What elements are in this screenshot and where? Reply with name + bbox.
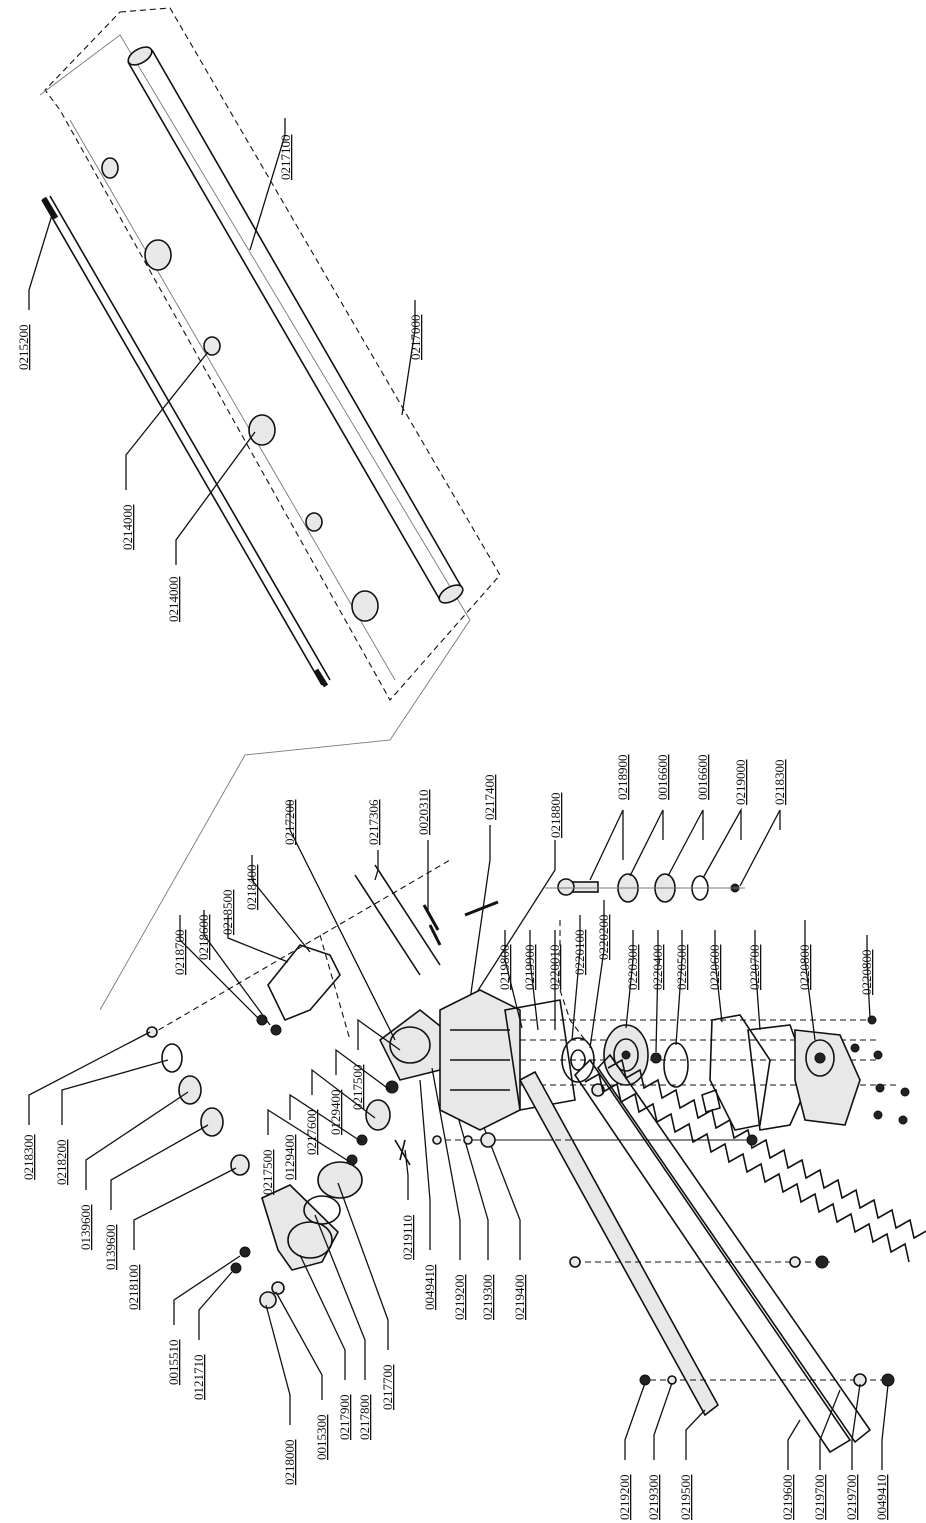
label-0219600: 0219600 [780, 1475, 795, 1521]
label-0129400-a: 0129400 [282, 1135, 297, 1181]
label-0015300: 0015300 [314, 1415, 329, 1461]
label-0219800: 0219800 [497, 945, 512, 991]
label-0219000: 0219000 [733, 760, 748, 806]
label-0217700: 0217700 [380, 1365, 395, 1411]
label-0219110: 0219110 [400, 1215, 415, 1260]
label-0220800-b: 0220800 [859, 950, 874, 996]
label-0219300-a: 0219300 [480, 1275, 495, 1321]
blade-assembly [432, 1053, 926, 1470]
label-0217200: 0217200 [282, 800, 297, 846]
label-0016600-a: 0016600 [655, 755, 670, 801]
shaft-tube-assembly [28, 7, 501, 1011]
assembly-boundary-dashed [44, 7, 501, 701]
label-0049410-a: 0049410 [422, 1265, 437, 1311]
label-0219900: 0219900 [522, 945, 537, 991]
label-0220010: 0220010 [547, 945, 562, 991]
label-0220200: 0220200 [596, 915, 611, 961]
label-0218000: 0218000 [282, 1440, 297, 1486]
label-0218800: 0218800 [548, 793, 563, 839]
label-0218300-b: 0218300 [772, 760, 787, 806]
gear-housing-part [261, 1184, 339, 1271]
label-0220100: 0220100 [572, 930, 587, 976]
label-0219700-a: 0219700 [812, 1475, 827, 1521]
label-0217900: 0217900 [337, 1395, 352, 1441]
inner-cover-part [709, 1014, 771, 1131]
label-0218400: 0218400 [244, 865, 259, 911]
label-0219200-a: 0219200 [452, 1275, 467, 1321]
label-0217400: 0217400 [482, 775, 497, 821]
label-0220400: 0220400 [650, 945, 665, 991]
crank-cover-assembly [439, 807, 910, 1141]
label-0214000-b: 0214000 [166, 577, 181, 623]
label-0217306: 0217306 [366, 799, 381, 845]
label-0218700: 0218700 [172, 930, 187, 976]
label-0218900: 0218900 [615, 755, 630, 801]
outer-cover-part [794, 1029, 861, 1126]
label-0121710: 0121710 [191, 1355, 206, 1401]
label-0015510: 0015510 [166, 1340, 181, 1386]
label-0218300-a: 0218300 [21, 1135, 36, 1181]
bushing-parts [101, 157, 379, 622]
label-0020310: 0020310 [416, 790, 431, 836]
upper-blade-part [573, 1058, 852, 1454]
label-0219300-b: 0219300 [646, 1475, 661, 1521]
lower-blade-part [596, 1053, 872, 1444]
main-gear-part [603, 1024, 649, 1086]
label-0220800: 0220800 [797, 945, 812, 991]
main-tube-part [127, 46, 464, 604]
label-0220300: 0220300 [625, 945, 640, 991]
part-number-labels: 0215200 0217100 0217000 0214000 0214000 … [16, 135, 889, 1521]
label-0219400: 0219400 [512, 1275, 527, 1321]
gear-head-assembly [28, 800, 556, 1425]
label-0217100: 0217100 [278, 135, 293, 181]
label-0218500: 0218500 [220, 890, 235, 936]
label-0220700: 0220700 [747, 945, 762, 991]
label-0219500: 0219500 [678, 1475, 693, 1521]
label-0215200: 0215200 [16, 325, 31, 371]
label-0218200: 0218200 [54, 1140, 69, 1186]
bolt-bearing-stack [545, 873, 745, 903]
label-0217600: 0217600 [304, 1110, 319, 1156]
drive-shaft-part [41, 195, 331, 688]
label-0219200-b: 0219200 [617, 1475, 632, 1521]
label-0016600-b: 0016600 [695, 755, 710, 801]
label-0217800: 0217800 [357, 1395, 372, 1441]
label-0220500: 0220500 [674, 945, 689, 991]
assembly-boundary-thin [39, 34, 471, 1011]
label-0139600-a: 0139600 [78, 1205, 93, 1251]
label-0217000: 0217000 [408, 315, 423, 361]
guide-bar-part [518, 1070, 720, 1417]
label-0129400-b: 0129400 [328, 1090, 343, 1136]
label-0218600: 0218600 [196, 915, 211, 961]
label-0220600: 0220600 [707, 945, 722, 991]
label-0214000-a: 0214000 [120, 505, 135, 551]
label-0218100: 0218100 [126, 1265, 141, 1311]
label-0217500-b: 0217500 [350, 1065, 365, 1111]
label-0049410-b: 0049410 [874, 1475, 889, 1521]
label-0219700-b: 0219700 [844, 1475, 859, 1521]
label-0139600-b: 0139600 [103, 1225, 118, 1271]
label-0217500-a: 0217500 [260, 1150, 275, 1196]
